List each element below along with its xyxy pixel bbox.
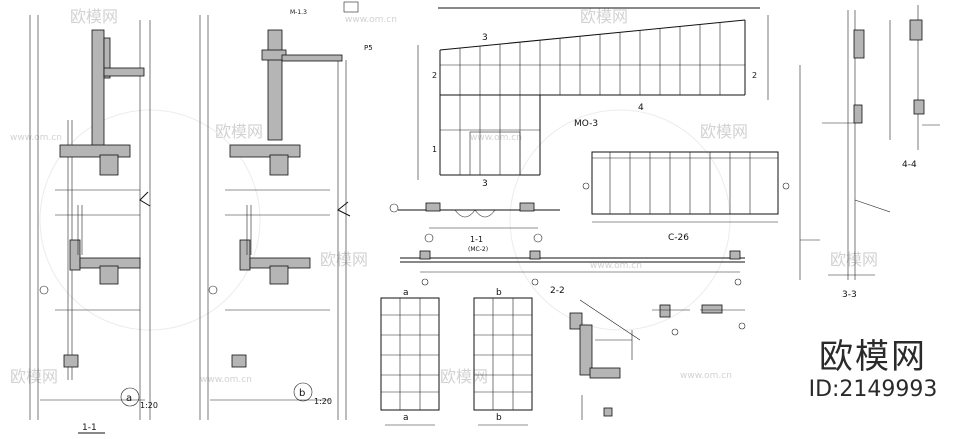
panel-b-bottom: b: [496, 413, 502, 423]
mo3-title: MO-3: [574, 119, 598, 129]
watermark-brand: 欧模网: [830, 250, 878, 269]
wall-section-left: a 1:20 1-1: [29, 15, 158, 434]
watermark-site: www.om.cn: [680, 371, 732, 381]
scale-left: 1:20: [140, 401, 158, 410]
mo3-mullions: [440, 22, 745, 176]
elevation-mo3: 3 2 2 4 1 3 MO-3: [417, 7, 769, 189]
panel-b-top: b: [496, 288, 502, 298]
plan-section-1-1: 1-1 (MC-2): [389, 202, 560, 253]
panel-elevation-b: b b: [473, 288, 533, 426]
section-4-4-title: 4-4: [902, 160, 917, 170]
watermark-brand: 欧模网: [440, 367, 488, 386]
section-2-2-title: 2-2: [550, 286, 565, 296]
watermark-brand: 欧模网: [10, 367, 58, 386]
watermark-layer: 欧模网 欧模网 欧模网 欧模网 欧模网 欧模网 欧模网 欧模网 www.om.c…: [10, 7, 878, 386]
watermark-site: www.om.cn: [345, 15, 397, 25]
watermark-site: www.om.cn: [470, 133, 522, 143]
mo3-label-3-bottom: 3: [482, 179, 488, 189]
label-p5: P5: [364, 44, 373, 52]
watermark-site: www.om.cn: [10, 133, 62, 143]
watermark-logo-text: 欧模网: [819, 337, 927, 377]
mo3-label-2-right: 2: [752, 71, 757, 80]
watermark-brand: 欧模网: [580, 7, 628, 26]
plan-subtitle: (MC-2): [468, 246, 488, 253]
elevation-c26: C-26: [582, 151, 790, 243]
mo3-label-3-top: 3: [482, 33, 488, 43]
section-3-3-title: 3-3: [842, 290, 857, 300]
panel-a-top: a: [403, 288, 409, 298]
panel-a-bottom: a: [403, 413, 409, 423]
c26-title: C-26: [668, 233, 689, 243]
watermark-brand-block: 欧模网 ID:2149993: [798, 338, 948, 404]
small-details: [652, 304, 746, 336]
wall-section-middle: b 1:20 P5 M-1.3: [199, 1, 373, 420]
mo3-label-2-left: 2: [432, 71, 437, 80]
section-2-2: 2-2: [550, 286, 641, 420]
watermark-site: www.om.cn: [200, 375, 252, 385]
watermark-id-text: ID:2149993: [808, 377, 938, 402]
watermark-brand: 欧模网: [700, 122, 748, 141]
beam-section: [400, 250, 745, 286]
detail-marker-a: a: [126, 393, 132, 404]
watermark-brand: 欧模网: [70, 7, 118, 26]
detail-marker-b: b: [299, 388, 305, 399]
plan-title: 1-1: [470, 235, 483, 244]
mo3-label-1: 1: [432, 145, 437, 154]
watermark-brand: 欧模网: [215, 122, 263, 141]
scale-middle: 1:20: [314, 397, 332, 406]
watermark-brand: 欧模网: [320, 250, 368, 269]
panel-elevation-a: a a: [380, 288, 440, 426]
label-m13: M-1.3: [290, 9, 307, 16]
section-title-1-1: 1-1: [82, 423, 97, 433]
section-4-4: 4-4: [889, 5, 940, 170]
mo3-label-4: 4: [638, 103, 644, 113]
section-3-3: 3-3: [799, 10, 891, 300]
watermark-site: www.om.cn: [590, 261, 642, 271]
